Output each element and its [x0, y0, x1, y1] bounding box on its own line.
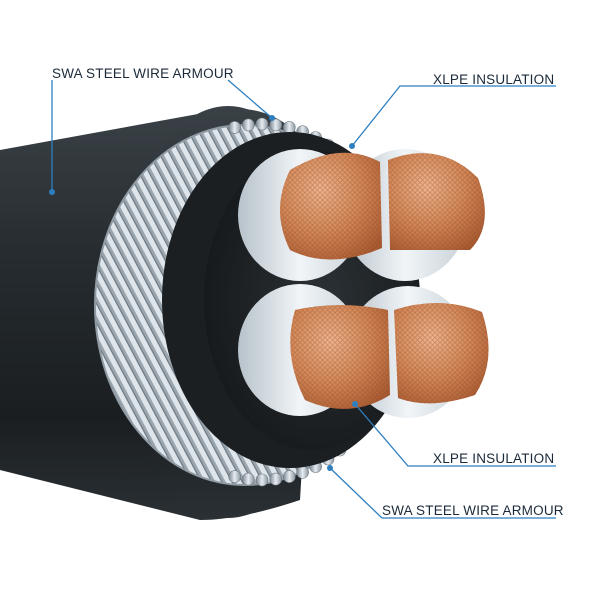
armour-wire-end — [296, 465, 309, 479]
armour-wire-end — [269, 472, 283, 486]
cores — [238, 149, 489, 418]
leader-dot-4 — [352, 401, 358, 407]
leader-line-armour-top-2 — [227, 79, 273, 119]
label-xlpe-insulation-top: XLPE INSULATION — [433, 72, 555, 87]
armour-wire-end — [242, 472, 255, 486]
armour-wire-end — [269, 118, 283, 132]
leader-dot-5 — [327, 465, 333, 471]
label-swa-armour-top: SWA STEEL WIRE ARMOUR — [52, 66, 234, 81]
armour-wire-end — [255, 117, 269, 131]
armour-wire-end — [255, 473, 269, 487]
armour-wire-end — [228, 121, 241, 134]
leader-dot-3 — [349, 143, 355, 149]
leader-line-xlpe-bottom — [354, 403, 556, 467]
armour-wire-end — [242, 118, 255, 132]
armour-wire-end — [228, 470, 241, 483]
armour-wire-end — [282, 470, 296, 483]
leader-dot-1 — [49, 189, 55, 195]
label-xlpe-insulation-bottom: XLPE INSULATION — [433, 451, 555, 466]
label-swa-armour-bottom: SWA STEEL WIRE ARMOUR — [382, 503, 564, 518]
leader-line-xlpe-top — [351, 85, 556, 147]
leader-line-armour-bottom — [329, 467, 556, 519]
leader-lines — [49, 79, 556, 519]
armour-wire-end — [282, 121, 296, 134]
leader-dot-2 — [269, 115, 275, 121]
